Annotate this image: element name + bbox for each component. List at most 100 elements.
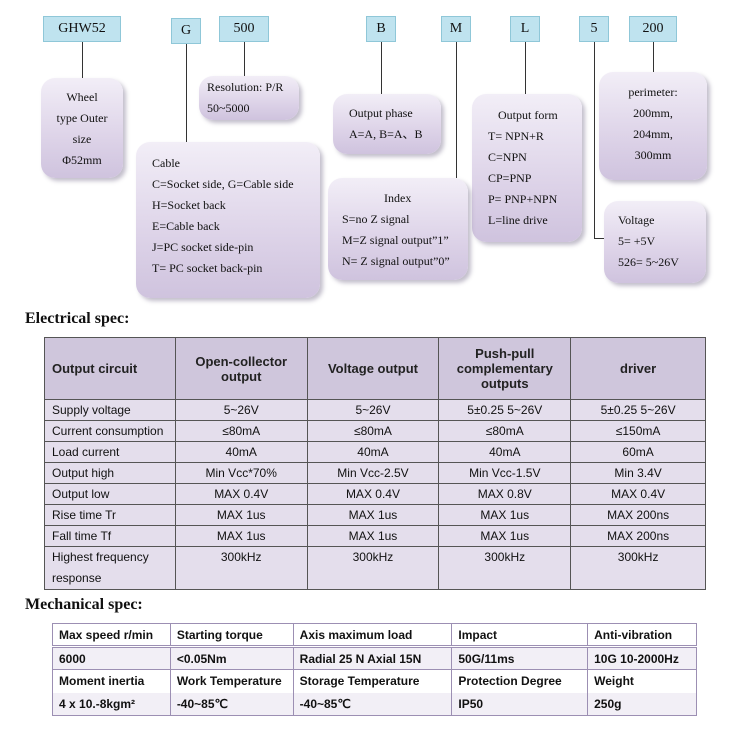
cable-line-1: Cable	[152, 156, 180, 170]
bubble-resolution: Resolution: P/R 50~5000	[199, 76, 299, 120]
table-cell: Radial 25 N Axial 15N	[292, 645, 453, 670]
table-cell: Storage Temperature	[292, 669, 453, 693]
table-row: Supply voltage 5~26V 5~26V 5±0.25 5~26V …	[44, 399, 706, 421]
cable-line-5: J=PC socket side-pin	[152, 240, 254, 254]
resolution-line-2: 50~5000	[207, 101, 250, 115]
table-cell: MAX 200ns	[570, 525, 706, 547]
connector-voltage-h	[594, 238, 606, 239]
table-row: Moment inertia Work Temperature Storage …	[52, 669, 697, 693]
voltage-line-3: 526= 5~26V	[618, 255, 679, 269]
table-cell: 300kHz	[174, 546, 308, 590]
index-line-4: N= Z signal output”0”	[342, 254, 450, 268]
code-index: M	[441, 16, 471, 42]
electrical-header-cell: Voltage output	[306, 337, 440, 400]
table-cell: 40mA	[174, 441, 308, 463]
table-cell: 300kHz	[570, 546, 706, 590]
table-cell: 6000	[52, 645, 171, 670]
table-cell: 5±0.25 5~26V	[438, 399, 572, 421]
voltage-line-1: Voltage	[618, 213, 655, 227]
table-cell: 40mA	[306, 441, 440, 463]
table-cell: 4 x 10.-8kgm²	[52, 692, 171, 716]
table-cell: 250g	[587, 692, 697, 716]
table-cell: 10G 10-2000Hz	[587, 645, 697, 670]
electrical-header-cell: Push-pull complementary outputs	[438, 337, 572, 400]
cable-line-3: H=Socket back	[152, 198, 226, 212]
table-cell: MAX 1us	[438, 525, 572, 547]
table-cell: Starting torque	[169, 623, 294, 647]
table-cell: 300kHz	[438, 546, 572, 590]
cable-line-4: E=Cable back	[152, 219, 220, 233]
connector-output-form	[525, 42, 526, 94]
table-cell: ≤80mA	[174, 420, 308, 442]
table-cell: Work Temperature	[169, 669, 294, 693]
table-cell: Min Vcc-2.5V	[306, 462, 440, 484]
mechanical-spec-table: Max speed r/min Starting torque Axis max…	[52, 623, 697, 716]
table-cell: Impact	[451, 623, 589, 647]
table-row: Output high Min Vcc*70% Min Vcc-2.5V Min…	[44, 462, 706, 484]
wheel-line-1: Wheel	[66, 90, 98, 104]
perimeter-line-4: 300mm	[634, 148, 672, 162]
connector-cable	[186, 44, 187, 142]
connector-voltage	[594, 42, 595, 238]
output-form-line-1: Output form	[498, 108, 558, 122]
cable-line-2: C=Socket side, G=Cable side	[152, 177, 294, 191]
wheel-line-3: size	[72, 132, 92, 146]
table-cell: Output high	[44, 462, 176, 484]
code-voltage: 5	[579, 16, 609, 42]
table-row: Fall time Tf MAX 1us MAX 1us MAX 1us MAX…	[44, 525, 706, 547]
output-form-line-2: T= NPN+R	[488, 129, 544, 143]
phase-line-1: Output phase	[349, 106, 413, 120]
connector-phase	[381, 42, 382, 94]
bubble-phase: Output phase A=A, B=A、B	[333, 94, 441, 154]
table-cell: IP50	[451, 692, 589, 716]
table-row: Highest frequency response 300kHz 300kHz…	[44, 546, 706, 590]
electrical-header-row: Output circuit Open-collector output Vol…	[44, 337, 706, 400]
electrical-spec-title: Electrical spec:	[25, 310, 130, 327]
wheel-line-2: type Outer	[56, 111, 108, 125]
connector-perimeter	[653, 42, 654, 72]
table-cell: Min Vcc-1.5V	[438, 462, 572, 484]
connector-index	[456, 42, 457, 178]
table-cell: MAX 0.8V	[438, 483, 572, 505]
table-cell: MAX 0.4V	[174, 483, 308, 505]
table-cell: MAX 200ns	[570, 504, 706, 526]
bubble-output-form: Output form T= NPN+R C=NPN CP=PNP P= PNP…	[472, 94, 582, 242]
table-cell: <0.05Nm	[169, 645, 294, 670]
table-row: Rise time Tr MAX 1us MAX 1us MAX 1us MAX…	[44, 504, 706, 526]
table-cell: Current consumption	[44, 420, 176, 442]
code-cable: G	[171, 18, 201, 44]
table-cell: 5~26V	[174, 399, 308, 421]
index-line-2: S=no Z signal	[342, 212, 410, 226]
connector-resolution	[244, 42, 245, 76]
bubble-wheel: Wheel type Outer size Φ52mm	[41, 78, 123, 178]
connector-model	[82, 42, 83, 78]
table-cell: ≤80mA	[438, 420, 572, 442]
table-cell: Output low	[44, 483, 176, 505]
index-line-3: M=Z signal output”1”	[342, 233, 449, 247]
table-cell: MAX 1us	[174, 525, 308, 547]
bubble-cable: Cable C=Socket side, G=Cable side H=Sock…	[136, 142, 320, 298]
table-cell: Weight	[587, 669, 697, 693]
electrical-header-cell: Open-collector output	[174, 337, 308, 400]
bubble-voltage: Voltage 5= +5V 526= 5~26V	[604, 201, 706, 283]
voltage-line-2: 5= +5V	[618, 234, 656, 248]
electrical-header-cell: Output circuit	[44, 337, 176, 400]
table-cell: Protection Degree	[451, 669, 589, 693]
resolution-line-1: Resolution: P/R	[207, 80, 284, 94]
table-cell: MAX 0.4V	[570, 483, 706, 505]
table-row: 6000 <0.05Nm Radial 25 N Axial 15N 50G/1…	[52, 645, 697, 670]
electrical-spec-table: Output circuit Open-collector output Vol…	[44, 337, 706, 590]
table-row: Current consumption ≤80mA ≤80mA ≤80mA ≤1…	[44, 420, 706, 442]
perimeter-line-3: 204mm,	[633, 127, 673, 141]
perimeter-line-1: perimeter:	[628, 85, 678, 99]
output-form-line-5: P= PNP+NPN	[488, 192, 558, 206]
bubble-index: Index S=no Z signal M=Z signal output”1”…	[328, 178, 468, 280]
table-cell: MAX 1us	[438, 504, 572, 526]
table-cell: Max speed r/min	[52, 623, 171, 647]
code-perimeter: 200	[629, 16, 677, 42]
table-cell: 40mA	[438, 441, 572, 463]
table-cell: MAX 1us	[306, 525, 440, 547]
table-cell: Load current	[44, 441, 176, 463]
index-line-1: Index	[384, 191, 412, 205]
table-cell: Min 3.4V	[570, 462, 706, 484]
